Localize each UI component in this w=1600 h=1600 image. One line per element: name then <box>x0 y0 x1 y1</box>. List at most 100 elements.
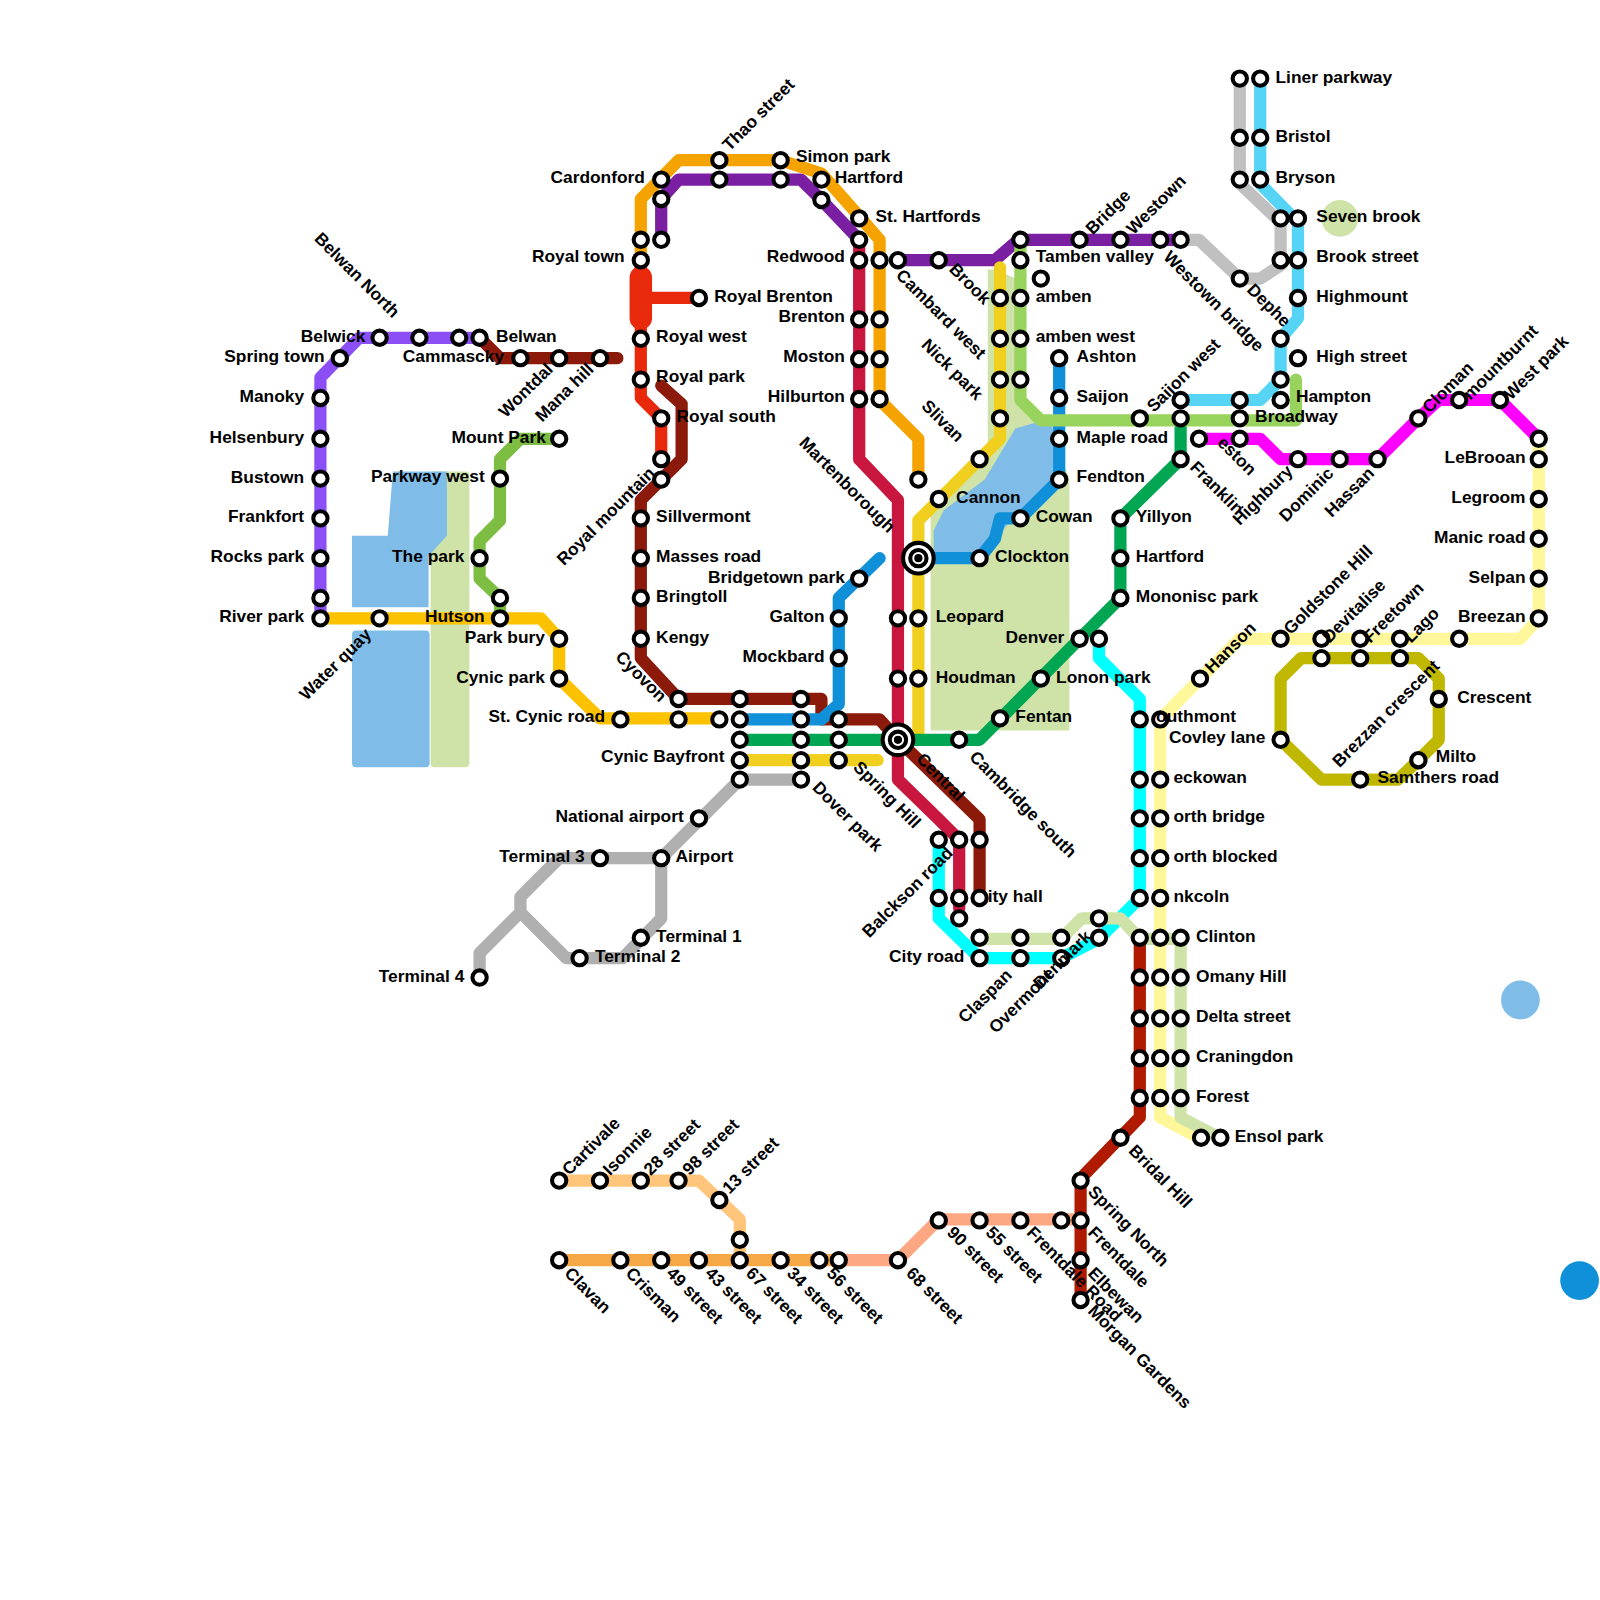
station-dot <box>1452 632 1466 646</box>
station-label: Mononisc park <box>1136 587 1258 608</box>
station-label: Craningdon <box>1196 1047 1293 1068</box>
station-label: Ashton <box>1077 347 1137 368</box>
station-dot <box>1133 1011 1147 1025</box>
station-label: Moston <box>783 347 845 368</box>
station-dot <box>1013 291 1027 305</box>
station-label: Yillyon <box>1136 508 1192 529</box>
station-label: Parkway west <box>371 467 485 488</box>
station-label: Hartford <box>835 168 903 189</box>
station-label: Thao street <box>719 75 800 156</box>
station-dot <box>1153 851 1167 865</box>
station-dot <box>634 551 648 565</box>
station-label: Cannon <box>956 488 1021 509</box>
station-dot <box>313 432 327 446</box>
station-dot <box>712 712 726 726</box>
station-dot <box>1073 1213 1087 1227</box>
station-dot <box>814 193 828 207</box>
station-dot <box>952 833 966 847</box>
station-dot <box>493 471 507 485</box>
station-dot <box>1193 671 1207 685</box>
station-dot <box>313 591 327 605</box>
station-label: Clinton <box>1196 927 1256 948</box>
interchange-core <box>894 736 902 744</box>
station-dot <box>972 551 986 565</box>
station-dot <box>1173 411 1187 425</box>
station-dot <box>1532 532 1546 546</box>
station-dot <box>1532 571 1546 585</box>
station-label: Maple road <box>1077 428 1169 449</box>
station-dot <box>552 351 566 365</box>
station-dot <box>872 392 886 406</box>
station-dot <box>654 192 668 206</box>
station-label: Frankfort <box>228 508 304 529</box>
station-dot <box>891 1253 905 1267</box>
station-dot <box>972 931 986 945</box>
station-dot <box>1113 551 1127 565</box>
station-label: Rocks park <box>211 547 305 568</box>
station-dot <box>1153 1091 1167 1105</box>
station-label: Royal town <box>532 247 625 268</box>
station-dot <box>794 772 808 786</box>
station-dot <box>593 851 607 865</box>
station-label: Bustown <box>231 468 304 489</box>
station-label: Brenton <box>778 308 845 329</box>
station-dot <box>852 571 866 585</box>
station-label: outhmont <box>1156 708 1236 729</box>
station-dot <box>1253 131 1267 145</box>
station-dot <box>712 172 726 186</box>
station-dot <box>1153 772 1167 786</box>
station-label: Bridgetown park <box>708 568 845 589</box>
station-label: Terminal 2 <box>595 947 680 968</box>
station-dot <box>1291 253 1305 267</box>
station-dot <box>671 1173 685 1187</box>
station-dot <box>472 331 486 345</box>
station-dot <box>712 1193 726 1207</box>
station-dot <box>1133 1091 1147 1105</box>
station-dot <box>972 891 986 905</box>
station-label: Bringtoll <box>656 587 727 608</box>
station-label: Royal west <box>656 327 747 348</box>
station-dot <box>1273 211 1287 225</box>
station-label: Cammascky <box>403 347 504 368</box>
station-dot <box>1173 452 1187 466</box>
station-dot <box>733 712 747 726</box>
station-label: Mockbard <box>743 647 825 668</box>
station-dot <box>1273 393 1287 407</box>
station-dot <box>1233 411 1247 425</box>
station-dot <box>634 632 648 646</box>
station-dot <box>1133 712 1147 726</box>
station-label: Terminal 4 <box>379 967 464 988</box>
station-dot <box>593 1173 607 1187</box>
station-dot <box>372 611 386 625</box>
station-dot <box>1153 233 1167 247</box>
station-label: Hutson <box>425 608 485 629</box>
station-label: Simon park <box>796 147 890 168</box>
station-label: Mount Park <box>451 428 545 449</box>
station-label: Airport <box>676 847 734 868</box>
station-label: amben <box>1036 287 1092 308</box>
station-dot <box>313 471 327 485</box>
station-label: Omany Hill <box>1196 967 1287 988</box>
station-label: Royal Brenton <box>714 287 833 308</box>
station-dot <box>634 1173 648 1187</box>
station-dot <box>1153 1011 1167 1025</box>
station-dot <box>634 253 648 267</box>
station-label: Manic road <box>1434 528 1526 549</box>
station-dot <box>1133 891 1147 905</box>
station-dot <box>993 411 1007 425</box>
station-dot <box>552 432 566 446</box>
station-label: River park <box>219 608 304 629</box>
station-label: Helsenbury <box>210 428 304 449</box>
station-dot <box>472 551 486 565</box>
station-label: Kengy <box>656 628 709 649</box>
station-dot <box>773 153 787 167</box>
station-dot <box>1034 271 1048 285</box>
station-dot <box>1393 651 1407 665</box>
station-label: Clockton <box>995 547 1069 568</box>
station-dot <box>1273 632 1287 646</box>
station-dot <box>1233 393 1247 407</box>
station-dot <box>1192 432 1206 446</box>
station-dot <box>1013 931 1027 945</box>
station-dot <box>872 253 886 267</box>
station-dot <box>1173 233 1187 247</box>
